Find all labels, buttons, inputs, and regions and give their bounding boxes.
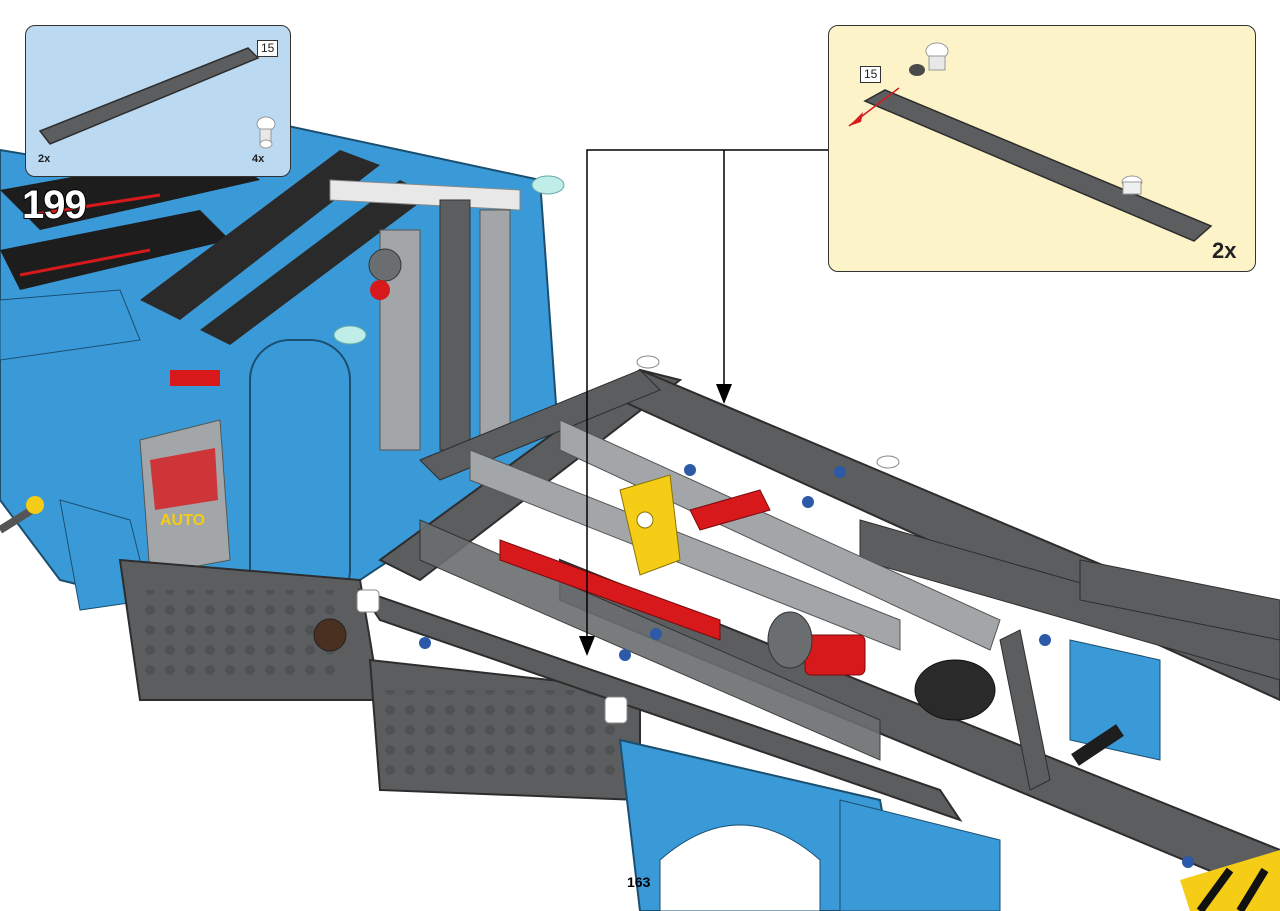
subassembly-multiplier: 2x [1212, 238, 1237, 263]
subassembly-art [848, 42, 1213, 242]
placement-arrows [586, 149, 828, 642]
subassembly-callout: 15 2x [828, 25, 1256, 272]
pin-quantity: 4x [252, 153, 265, 165]
insert-arrow-icon [848, 87, 900, 127]
connector-pin-icon [256, 116, 276, 149]
chassis-frame [118, 355, 1280, 911]
sub-beam-length-label: 15 [860, 66, 882, 83]
technic-beam-15-icon [863, 89, 1213, 242]
beam-quantity: 2x [38, 153, 51, 165]
connector-pin-icon [1121, 175, 1143, 195]
cab-assembly: AUTO [0, 118, 565, 622]
parts-list-art [38, 47, 276, 149]
page-number: 163 [627, 874, 651, 890]
arrow-head-left [579, 636, 595, 656]
technic-beam-15-icon [38, 47, 260, 145]
connector-pin-icon [909, 42, 949, 76]
arrow-head-right [716, 384, 732, 404]
parts-list-callout: 15 2x 4x [25, 25, 291, 177]
beam-length-label: 15 [257, 40, 279, 57]
svg-text:AUTO: AUTO [160, 512, 205, 529]
step-number: 199 [21, 182, 88, 228]
